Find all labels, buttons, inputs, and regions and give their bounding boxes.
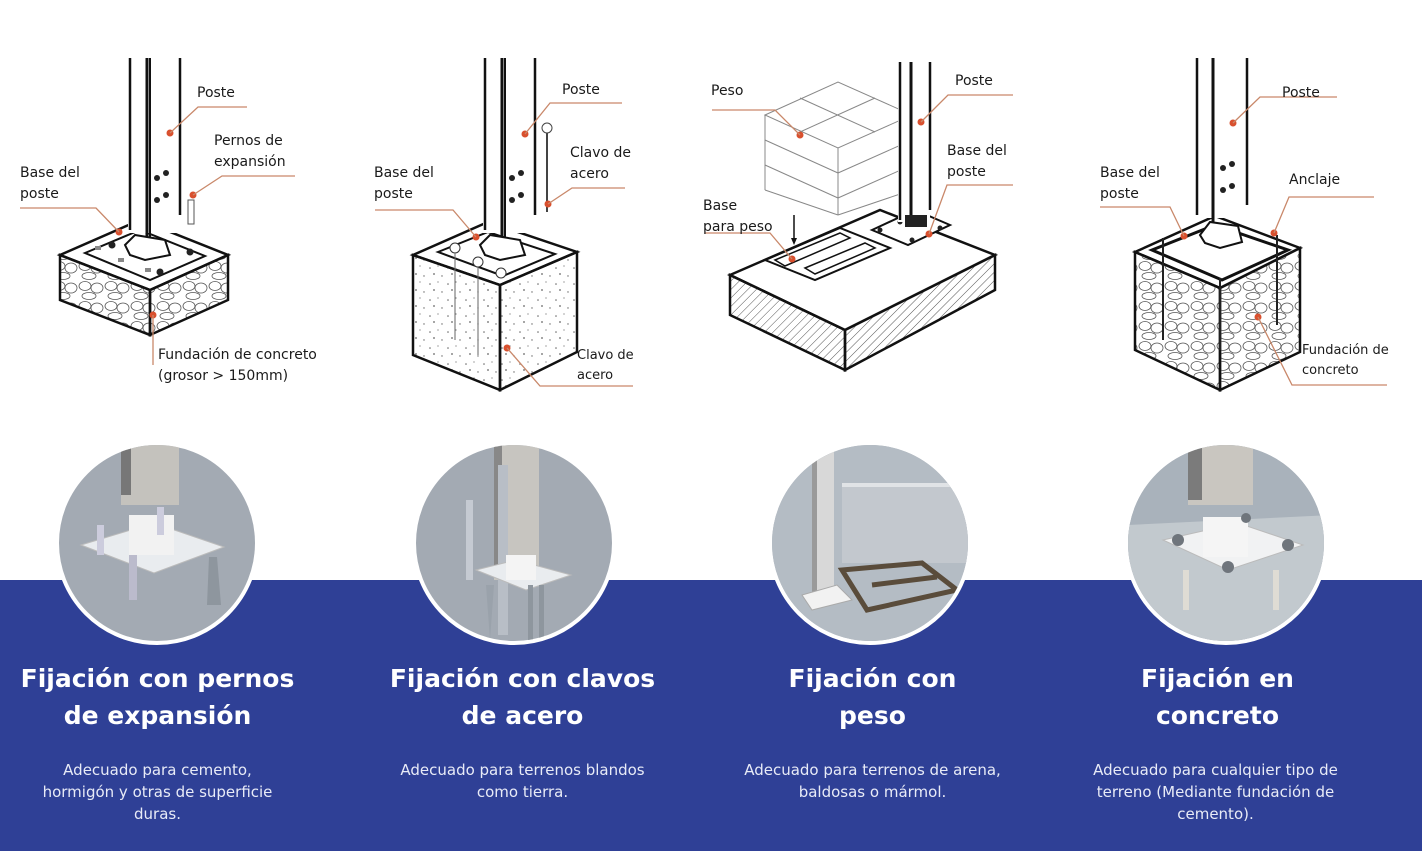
photo-concrete (1124, 441, 1328, 645)
label-fundacion-concreto: Fundación de concreto (1302, 343, 1389, 378)
desc-weight: Adecuado para terrenos de arena, baldosa… (744, 761, 1001, 801)
label-base-del-poste: Base del poste (374, 165, 434, 202)
label-base-del-poste: Base del poste (947, 143, 1007, 180)
expansion-bolts-illustration (20, 58, 295, 365)
panel-concrete: Poste Base del poste Anclaje Fundación d… (1060, 0, 1422, 851)
steel-nails-illustration (375, 58, 633, 393)
panel-weight: Peso Poste Base del poste Base para peso… (700, 0, 1055, 851)
label-base-del-poste: Base del poste (20, 165, 80, 202)
label-anclaje: Anclaje (1289, 172, 1341, 188)
photo-steel-nails (412, 441, 616, 645)
desc-concrete: Adecuado para cualquier tipo de terreno … (1093, 761, 1338, 823)
panel-steel-nails: Poste Clavo de acero Base del poste Clav… (355, 0, 710, 851)
weight-illustration (705, 62, 1013, 373)
diagram-expansion-bolts: Poste Pernos de expansión Base del poste… (0, 40, 355, 410)
diagram-weight: Peso Poste Base del poste Base para peso (700, 40, 1055, 410)
photo-expansion-bolts (55, 441, 259, 645)
label-poste: Poste (955, 73, 993, 89)
label-pernos-expansion: Pernos de expansión (214, 133, 286, 170)
concrete-illustration (1100, 58, 1387, 392)
title-concrete: Fijación en concreto (1141, 664, 1294, 730)
diagram-steel-nails: Poste Clavo de acero Base del poste Clav… (355, 40, 710, 410)
photo-weight (768, 441, 972, 645)
label-fundacion-concreto: Fundación de concreto (grosor > 150mm) (158, 347, 317, 384)
label-base-para-peso: Base para peso (703, 198, 773, 235)
title-steel-nails: Fijación con clavos de acero (389, 664, 656, 730)
label-poste: Poste (1282, 85, 1320, 101)
title-weight: Fijación con peso (788, 664, 957, 730)
desc-steel-nails: Adecuado para terrenos blandos como tier… (400, 761, 645, 801)
label-clavo-acero-top: Clavo de acero (570, 145, 632, 182)
label-clavo-acero-bottom: Clavo de acero (577, 348, 634, 383)
panel-expansion-bolts: Poste Pernos de expansión Base del poste… (0, 0, 355, 851)
label-poste: Poste (562, 82, 600, 98)
title-expansion-bolts: Fijación con pernos de expansión (20, 664, 295, 730)
label-peso: Peso (711, 83, 744, 99)
label-poste: Poste (197, 85, 235, 101)
diagram-concrete: Poste Base del poste Anclaje Fundación d… (1060, 40, 1415, 410)
label-base-del-poste: Base del poste (1100, 165, 1160, 202)
desc-expansion-bolts: Adecuado para cemento, hormigón y otras … (42, 761, 273, 823)
